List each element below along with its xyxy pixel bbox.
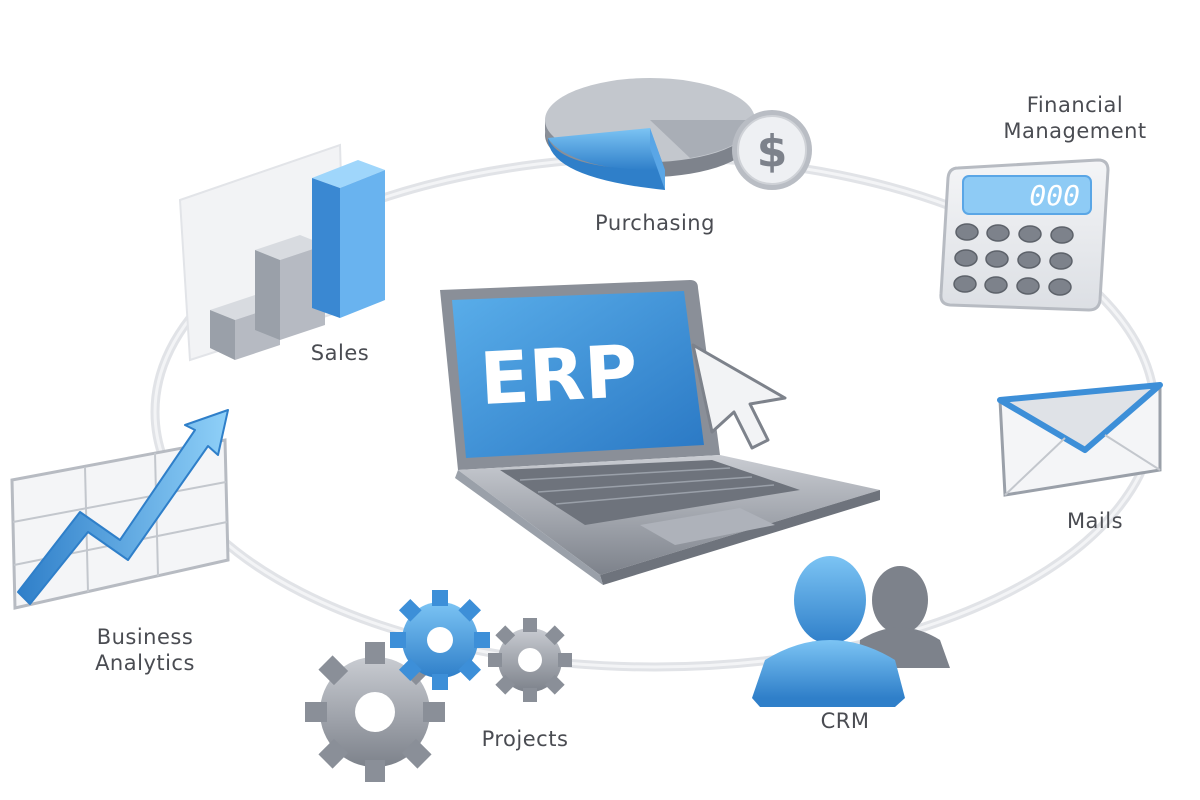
bar-chart-icon <box>178 143 385 362</box>
module-label-projects: Projects <box>460 726 590 752</box>
purchasing-label: Purchasing <box>595 211 715 235</box>
laptop-icon <box>440 280 880 585</box>
sales-label: Sales <box>310 341 370 365</box>
users-icon <box>752 556 950 707</box>
erp-screen-text: ERP <box>478 329 640 421</box>
module-label-mails: Mails <box>1050 508 1140 534</box>
module-label-sales: Sales <box>300 340 380 366</box>
envelope-icon <box>997 382 1163 497</box>
svg-text:$: $ <box>757 126 788 177</box>
cursor-icon <box>691 343 787 450</box>
financial-label-line2: Management <box>1003 119 1147 143</box>
calculator-icon: 000 <box>939 158 1110 312</box>
pie-chart-dollar-icon: $ <box>545 78 812 190</box>
module-label-purchasing: Purchasing <box>575 210 735 236</box>
financial-label-line1: Financial <box>1026 93 1124 117</box>
projects-label: Projects <box>481 727 569 751</box>
growth-chart-icon <box>10 409 230 610</box>
analytics-label-line1: Business <box>96 625 194 649</box>
crm-label: CRM <box>820 709 870 733</box>
module-label-analytics: Business Analytics <box>70 624 220 676</box>
gears-icon <box>305 590 572 782</box>
mails-label: Mails <box>1066 509 1124 533</box>
calculator-display: 000 <box>1029 179 1080 212</box>
module-label-financial: Financial Management <box>975 92 1175 144</box>
module-label-crm: CRM <box>795 708 895 734</box>
analytics-label-line2: Analytics <box>95 651 195 675</box>
